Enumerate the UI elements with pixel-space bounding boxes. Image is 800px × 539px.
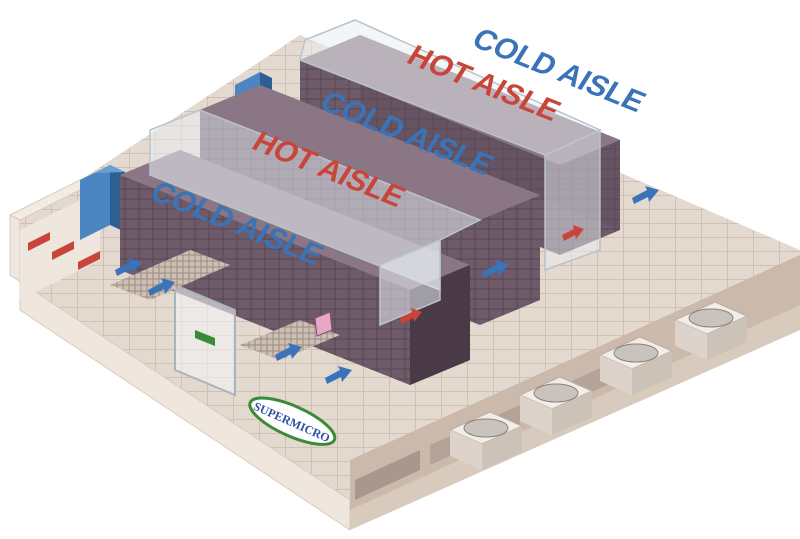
perforated-tiles [110, 250, 340, 360]
entrance-door [174, 283, 236, 397]
cold-air-arrow-icon [275, 343, 302, 361]
hot-air-arrow-icon [562, 225, 584, 241]
cold-airflow-arrows [115, 186, 659, 384]
hot-air-arrow-icon [400, 308, 422, 324]
cold-air-arrow-icon [325, 366, 352, 384]
cooling-units-row [28, 232, 100, 270]
cold-air-arrow-icon [148, 278, 175, 296]
cold-air-arrow-icon [482, 260, 509, 278]
condenser-fan-icon [448, 411, 524, 470]
exit-sign-icon [195, 330, 215, 346]
monitor-workstation [314, 311, 333, 337]
hot-aisle-containment-back [299, 19, 602, 272]
condenser-fan-icon [673, 301, 749, 360]
hot-aisle-containment-front [149, 109, 482, 327]
condenser-fan-icon [518, 376, 594, 435]
cold-air-arrow-icon [632, 186, 659, 204]
condenser-fan-icon [598, 336, 674, 395]
hot-airflow-arrows [400, 225, 584, 324]
condenser-units [448, 301, 749, 470]
cold-air-arrow-icon [115, 258, 142, 276]
